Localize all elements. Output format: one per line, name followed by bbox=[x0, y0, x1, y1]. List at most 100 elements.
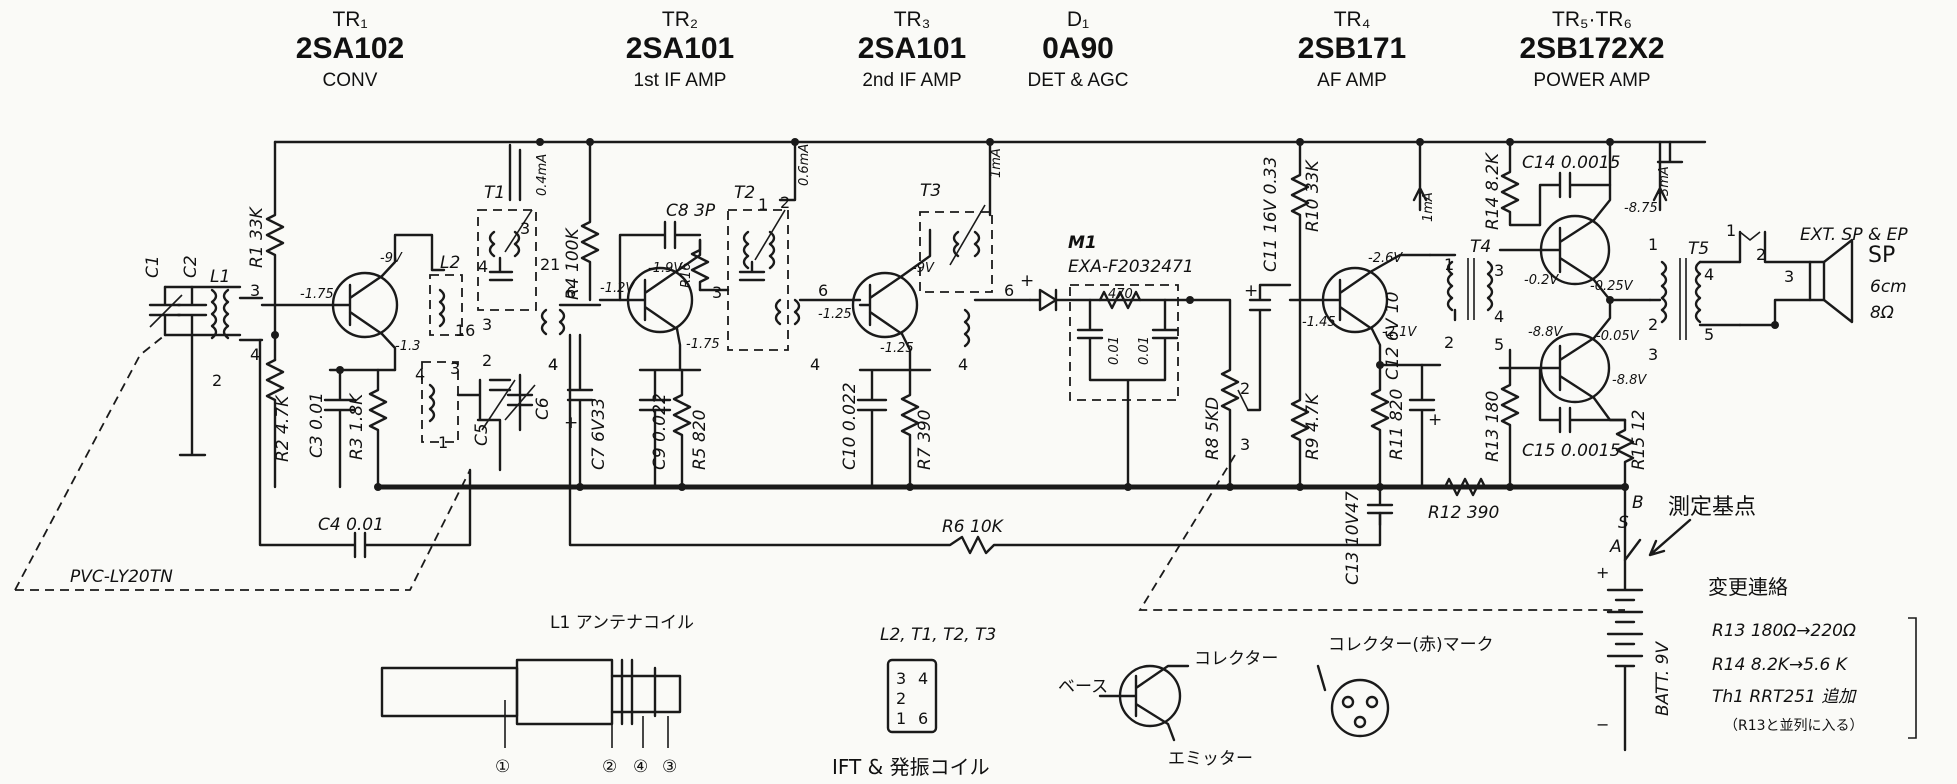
t2-pin-6: 6 bbox=[818, 281, 828, 300]
ift-title: L2, T1, T2, T3 bbox=[880, 625, 996, 645]
collector-mark-legend: コレクター(赤)マーク bbox=[1316, 635, 1494, 738]
r14-label: R14 8.2K bbox=[1483, 151, 1503, 230]
ift-pin-1: 1 bbox=[896, 709, 906, 728]
c10-label: C10 0.022 bbox=[840, 382, 860, 470]
t2-pin-3: 3 bbox=[712, 283, 722, 302]
t3-label: T3 bbox=[920, 181, 941, 201]
tr4-ref: TR₄ bbox=[1334, 8, 1371, 31]
r4-label: R4 100K bbox=[563, 227, 583, 300]
l1-pin-3: 3 bbox=[250, 281, 260, 300]
antenna-rod bbox=[380, 666, 519, 718]
tr5-collector-voltage: -8.75 bbox=[1624, 201, 1658, 216]
tr2-input-coil: 6 4 bbox=[540, 283, 602, 374]
tr6-collector-voltage: -8.8V bbox=[1612, 373, 1647, 388]
tr4-base-voltage: -2.6V bbox=[1368, 251, 1403, 266]
t5-pin-1: 1 bbox=[1648, 235, 1658, 254]
tr1-ref: TR₁ bbox=[332, 8, 367, 31]
c9-label: C9 0.022 bbox=[650, 393, 670, 470]
tr4-emitter-voltage: -2.1V bbox=[1382, 325, 1417, 340]
t3-pin-6: 6 bbox=[1004, 281, 1014, 300]
t4-label: T4 bbox=[1470, 237, 1491, 257]
t1-pin-21: 21 bbox=[540, 255, 560, 274]
terminal-s: S bbox=[1618, 513, 1629, 533]
tr2-collector-voltage: -1.9V bbox=[648, 261, 683, 276]
change-line-3: Th1 RRT251 追加 bbox=[1712, 687, 1857, 707]
tr6-emitter-voltage: -0.05V bbox=[1596, 329, 1640, 344]
tank-pin-1: 1 bbox=[438, 433, 448, 452]
r10-label: R10 33K bbox=[1303, 159, 1323, 232]
tr3-input-coil: 6 4 bbox=[774, 281, 862, 374]
ift-pinout-legend: L2, T1, T2, T3 3 4 2 1 6 IFT & 発振コイル bbox=[832, 625, 996, 779]
tr2-current: 0.6mA bbox=[797, 144, 812, 186]
c9-capacitor bbox=[638, 368, 702, 489]
jack-pin-2: 2 bbox=[1756, 245, 1766, 264]
c12-label: C12 6V 10 bbox=[1383, 292, 1403, 380]
tr1-base-voltage: -1.75 bbox=[300, 287, 334, 302]
tr3-emitter-voltage: -1.25 bbox=[880, 341, 914, 356]
r8-pin-3: 3 bbox=[1240, 435, 1250, 454]
r6-feedback bbox=[568, 333, 1382, 555]
t3-pin-4: 4 bbox=[958, 355, 968, 374]
tr3-transistor: -1.25 -9V -1.25 bbox=[818, 228, 935, 372]
antenna-mark-1: ① bbox=[495, 757, 510, 777]
tr1-collector-voltage: -9V bbox=[380, 251, 403, 266]
c11-capacitor bbox=[1246, 283, 1292, 412]
t4-transformer: T4 1 2 3 4 5 bbox=[1428, 237, 1504, 354]
tr3-func: 2nd IF AMP bbox=[862, 70, 961, 91]
tr5-emitter-voltage: -0.25V bbox=[1590, 279, 1634, 294]
tr4-transistor: -2.6V -1.45 -2.1V bbox=[1288, 251, 1432, 367]
t4-pin-2: 2 bbox=[1444, 333, 1454, 352]
pvc-gang-link bbox=[15, 469, 471, 591]
ift-caption: IFT & 発振コイル bbox=[832, 755, 990, 779]
r13-label: R13 180 bbox=[1483, 391, 1503, 462]
t4-pin-3: 3 bbox=[1494, 261, 1504, 280]
c11-plus: + bbox=[1244, 281, 1258, 301]
legend-collector: コレクター bbox=[1194, 649, 1278, 669]
stage-header-tr2: TR₂ 2SA101 1st IF AMP bbox=[626, 8, 734, 91]
d1-part: 0A90 bbox=[1042, 32, 1114, 65]
l1-leads bbox=[238, 296, 264, 342]
antenna-mark-2: ② bbox=[602, 757, 617, 777]
t5-pin-3: 3 bbox=[1648, 345, 1658, 364]
ift-pin-6: 6 bbox=[918, 709, 928, 728]
antenna-coil-body bbox=[515, 658, 614, 726]
tank-pin-2: 2 bbox=[482, 351, 492, 370]
d1-ref: D₁ bbox=[1067, 8, 1089, 31]
junction-dots bbox=[271, 138, 1779, 491]
c12-plus: + bbox=[1428, 410, 1442, 430]
tr1-part: 2SA102 bbox=[296, 32, 404, 65]
r1-resistor bbox=[265, 140, 285, 337]
tr1-transistor: -1.75 -9V -1.3 bbox=[260, 233, 434, 372]
t1-pin-3: 3 bbox=[520, 219, 530, 238]
tr2-part: 2SA101 bbox=[626, 32, 734, 65]
c6-label: C6 bbox=[533, 397, 553, 420]
l2-pin-3: 3 bbox=[482, 315, 492, 334]
m1-resistor-value: 470 bbox=[1108, 287, 1133, 302]
change-line-1: R13 180Ω→220Ω bbox=[1712, 621, 1856, 641]
change-notice: 変更連絡 R13 180Ω→220Ω R14 8.2K→5.6 K Th1 RR… bbox=[1708, 575, 1917, 739]
tr5-transistor: -8.75 -0.2V -0.25V bbox=[1498, 140, 1658, 302]
r15-label: R15 12 bbox=[1629, 410, 1649, 470]
ext-speaker-jack: 2 3 1 EXT. SP & EP bbox=[1726, 221, 1908, 327]
c7-label: C7 6V33 bbox=[589, 398, 609, 470]
tr2-base-voltage: -1.2V bbox=[600, 281, 635, 296]
l1-label: L1 bbox=[210, 267, 230, 287]
t4-pin-4: 4 bbox=[1494, 307, 1504, 326]
tr2-ref: TR₂ bbox=[662, 8, 698, 31]
ift-pin-4: 4 bbox=[918, 669, 928, 688]
speaker-icon bbox=[1808, 238, 1854, 324]
tr3-part: 2SA101 bbox=[858, 32, 966, 65]
l1-coil-primary bbox=[210, 288, 218, 340]
r14-resistor bbox=[1500, 140, 1542, 227]
t3-ift: T3 1mA bbox=[919, 140, 1004, 293]
r8-pin-2: 2 bbox=[1240, 379, 1250, 398]
ift-can bbox=[886, 658, 938, 734]
t5-label: T5 bbox=[1688, 239, 1709, 259]
r4-resistor bbox=[580, 140, 600, 302]
d1-plus: + bbox=[1020, 271, 1034, 291]
speaker-impedance: 8Ω bbox=[1870, 303, 1894, 323]
tr2-func: 1st IF AMP bbox=[634, 70, 727, 91]
pvc-gang-link-left bbox=[14, 334, 166, 591]
